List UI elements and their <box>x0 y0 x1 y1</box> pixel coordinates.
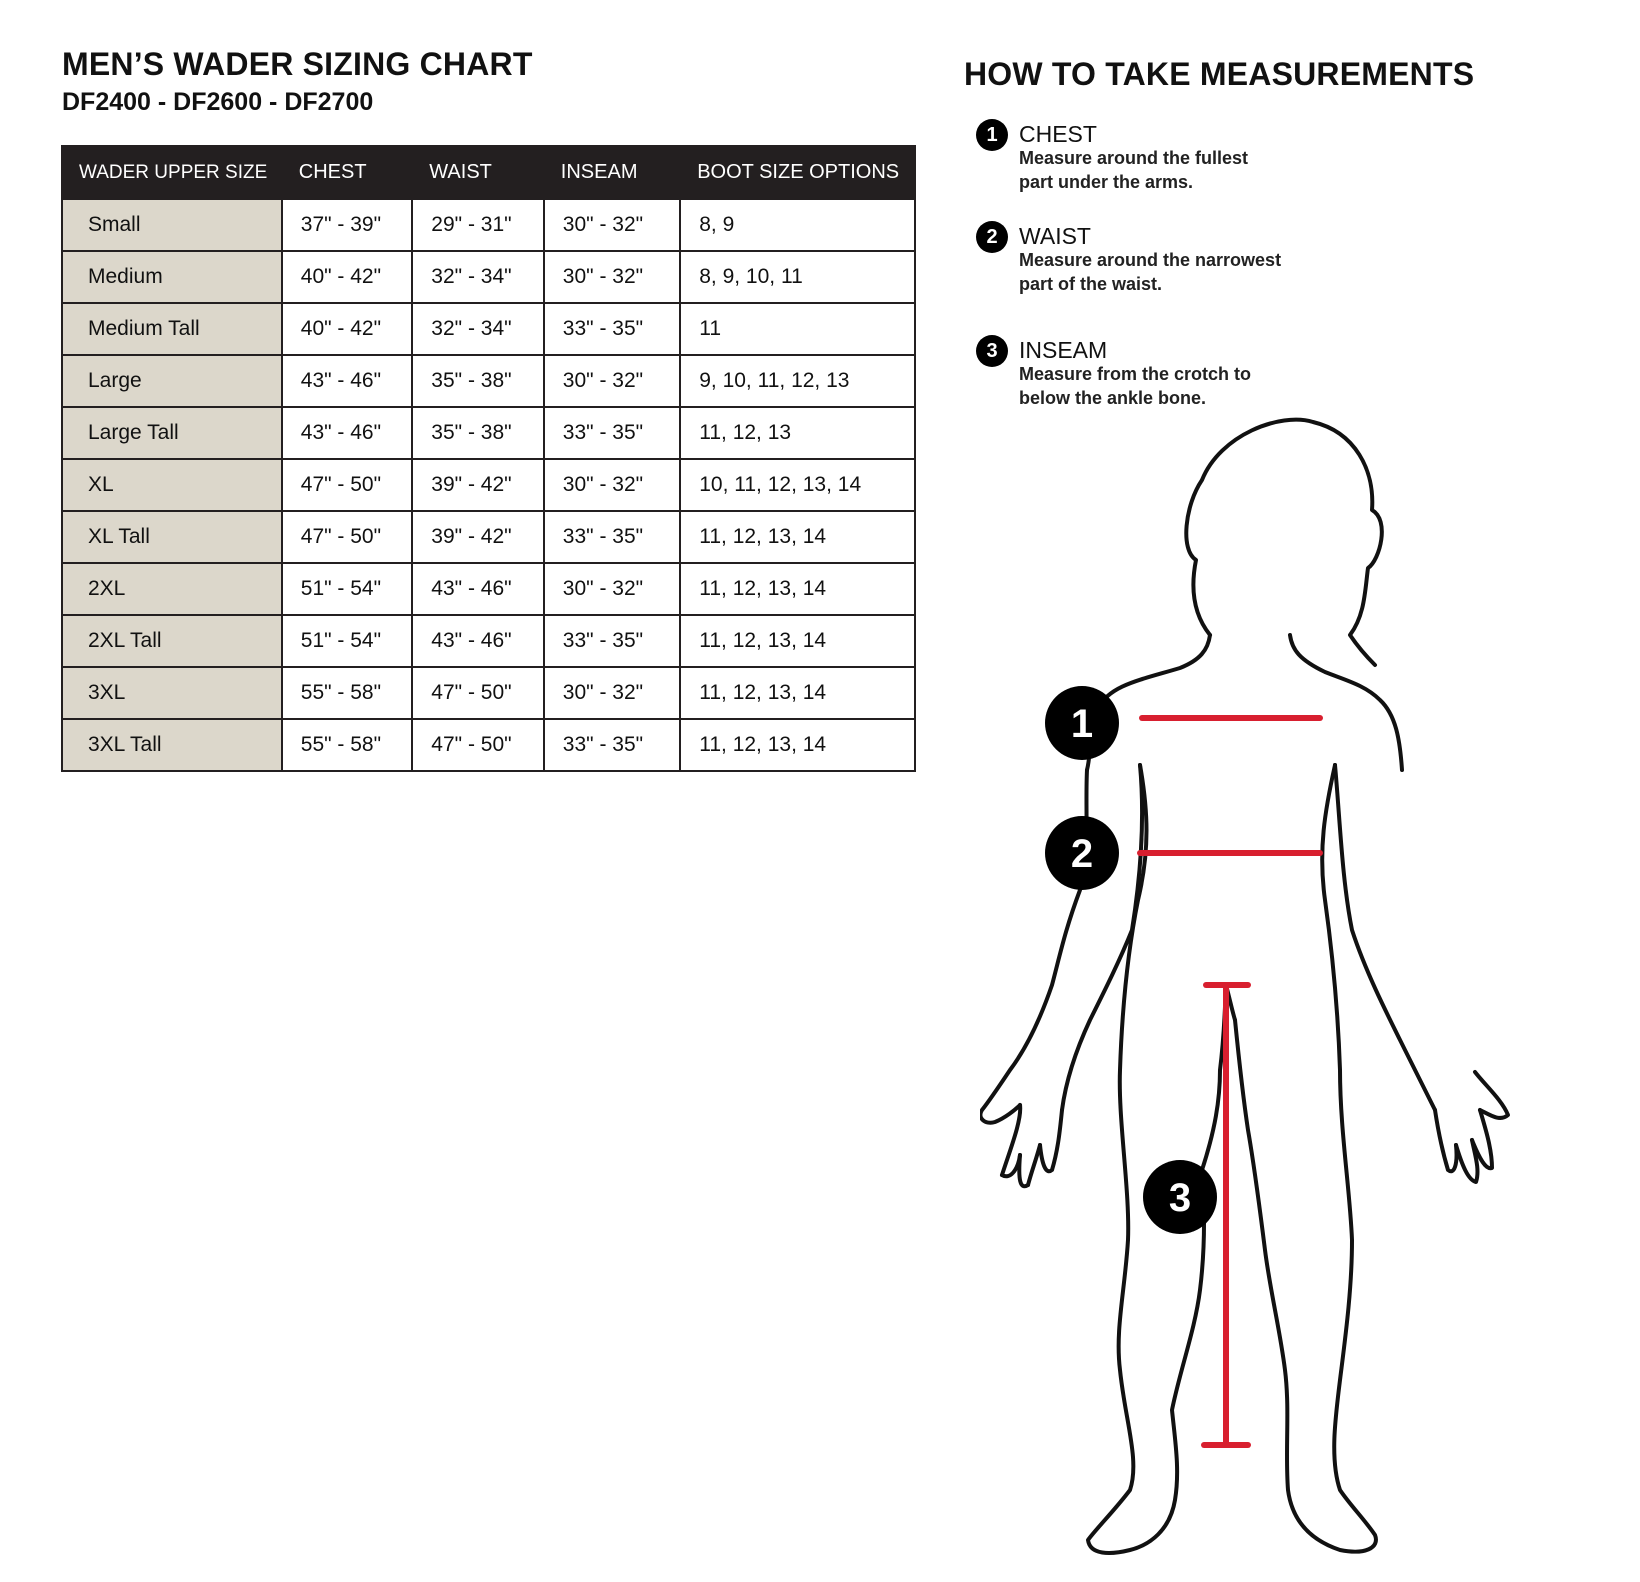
table-header-row: WADER UPPER SIZE CHEST WAIST INSEAM BOOT… <box>61 145 916 200</box>
table-row: 3XL 55" - 58" 47" - 50" 30" - 32" 11, 12… <box>61 666 916 720</box>
size-cell: XL <box>61 458 283 512</box>
waist-cell: 43" - 46" <box>411 562 545 616</box>
table-row: 3XL Tall 55" - 58" 47" - 50" 33" - 35" 1… <box>61 718 916 772</box>
inseam-cell: 30" - 32" <box>542 666 682 720</box>
boot-size-cell: 10, 11, 12, 13, 14 <box>679 458 916 512</box>
size-cell: 3XL <box>61 666 283 720</box>
chart-title: MEN’S WADER SIZING CHART <box>62 46 533 82</box>
boot-size-cell: 11, 12, 13, 14 <box>679 562 916 616</box>
step-label: WAIST <box>1019 223 1091 249</box>
table-row: 2XL Tall 51" - 54" 43" - 46" 33" - 35" 1… <box>61 614 916 668</box>
chest-cell: 55" - 58" <box>280 718 414 772</box>
column-header-size: WADER UPPER SIZE <box>61 145 283 200</box>
inseam-cell: 33" - 35" <box>542 510 682 564</box>
step-description: Measure around the fullest part under th… <box>1019 148 1249 192</box>
size-cell: Medium Tall <box>61 302 283 356</box>
boot-size-cell: 9, 10, 11, 12, 13 <box>679 354 916 408</box>
waist-cell: 35" - 38" <box>411 354 545 408</box>
boot-size-cell: 11, 12, 13, 14 <box>679 614 916 668</box>
inseam-cell: 33" - 35" <box>542 302 682 356</box>
boot-size-cell: 8, 9 <box>679 198 916 252</box>
waist-cell: 47" - 50" <box>411 718 545 772</box>
size-cell: XL Tall <box>61 510 283 564</box>
boot-size-cell: 8, 9, 10, 11 <box>679 250 916 304</box>
figure-marker-chest: 1 <box>1045 686 1119 760</box>
table-row: Large Tall 43" - 46" 35" - 38" 33" - 35"… <box>61 406 916 460</box>
sizing-table: WADER UPPER SIZE CHEST WAIST INSEAM BOOT… <box>61 145 916 772</box>
inseam-cell: 30" - 32" <box>542 562 682 616</box>
chest-cell: 40" - 42" <box>280 302 414 356</box>
chest-cell: 47" - 50" <box>280 458 414 512</box>
waist-cell: 32" - 34" <box>411 302 545 356</box>
step-description: Measure from the crotch to below the ank… <box>1019 364 1252 408</box>
step-number-badge: 3 <box>976 335 1008 367</box>
chest-cell: 43" - 46" <box>280 354 414 408</box>
figure-marker-waist: 2 <box>1045 816 1119 890</box>
waist-cell: 39" - 42" <box>411 458 545 512</box>
table-row: XL Tall 47" - 50" 39" - 42" 33" - 35" 11… <box>61 510 916 564</box>
chart-subtitle: DF2400 - DF2600 - DF2700 <box>62 88 374 116</box>
svg-text:3: 3 <box>1169 1176 1191 1220</box>
body-figure-illustration: 1 2 3 <box>980 417 1510 1555</box>
waist-cell: 39" - 42" <box>411 510 545 564</box>
size-cell: Large Tall <box>61 406 283 460</box>
boot-size-cell: 11, 12, 13 <box>679 406 916 460</box>
step-number-badge: 1 <box>976 119 1008 151</box>
figure-marker-inseam: 3 <box>1143 1160 1217 1234</box>
column-header-boot-size: BOOT SIZE OPTIONS <box>679 145 916 200</box>
table-row: Medium 40" - 42" 32" - 34" 30" - 32" 8, … <box>61 250 916 304</box>
waist-cell: 43" - 46" <box>411 614 545 668</box>
chest-cell: 47" - 50" <box>280 510 414 564</box>
size-cell: Medium <box>61 250 283 304</box>
chest-cell: 51" - 54" <box>280 614 414 668</box>
column-header-chest: CHEST <box>280 145 414 200</box>
chest-cell: 43" - 46" <box>280 406 414 460</box>
boot-size-cell: 11 <box>679 302 916 356</box>
size-cell: 2XL Tall <box>61 614 283 668</box>
inseam-cell: 30" - 32" <box>542 458 682 512</box>
step-number-badge: 2 <box>976 221 1008 253</box>
table-row: Small 37" - 39" 29" - 31" 30" - 32" 8, 9 <box>61 198 916 252</box>
size-cell: 2XL <box>61 562 283 616</box>
table-row: Medium Tall 40" - 42" 32" - 34" 33" - 35… <box>61 302 916 356</box>
boot-size-cell: 11, 12, 13, 14 <box>679 718 916 772</box>
inseam-cell: 30" - 32" <box>542 250 682 304</box>
inseam-cell: 30" - 32" <box>542 354 682 408</box>
inseam-cell: 33" - 35" <box>542 614 682 668</box>
boot-size-cell: 11, 12, 13, 14 <box>679 666 916 720</box>
svg-text:2: 2 <box>1071 832 1093 876</box>
inseam-cell: 30" - 32" <box>542 198 682 252</box>
chest-cell: 51" - 54" <box>280 562 414 616</box>
size-cell: Small <box>61 198 283 252</box>
column-header-waist: WAIST <box>411 145 545 200</box>
table-row: Large 43" - 46" 35" - 38" 30" - 32" 9, 1… <box>61 354 916 408</box>
svg-text:1: 1 <box>1071 702 1093 746</box>
waist-cell: 32" - 34" <box>411 250 545 304</box>
inseam-cell: 33" - 35" <box>542 718 682 772</box>
size-cell: 3XL Tall <box>61 718 283 772</box>
table-row: XL 47" - 50" 39" - 42" 30" - 32" 10, 11,… <box>61 458 916 512</box>
waist-cell: 35" - 38" <box>411 406 545 460</box>
waist-cell: 29" - 31" <box>411 198 545 252</box>
measurement-lines <box>1137 715 1323 1448</box>
column-header-inseam: INSEAM <box>542 145 682 200</box>
step-label: CHEST <box>1019 121 1097 147</box>
step-label: INSEAM <box>1019 337 1108 363</box>
waist-cell: 47" - 50" <box>411 666 545 720</box>
table-row: 2XL 51" - 54" 43" - 46" 30" - 32" 11, 12… <box>61 562 916 616</box>
chest-cell: 55" - 58" <box>280 666 414 720</box>
size-cell: Large <box>61 354 283 408</box>
step-description: Measure around the narrowest part of the… <box>1019 250 1282 294</box>
inseam-cell: 33" - 35" <box>542 406 682 460</box>
chest-cell: 37" - 39" <box>280 198 414 252</box>
howto-title: HOW TO TAKE MEASUREMENTS <box>964 56 1475 92</box>
boot-size-cell: 11, 12, 13, 14 <box>679 510 916 564</box>
chest-cell: 40" - 42" <box>280 250 414 304</box>
